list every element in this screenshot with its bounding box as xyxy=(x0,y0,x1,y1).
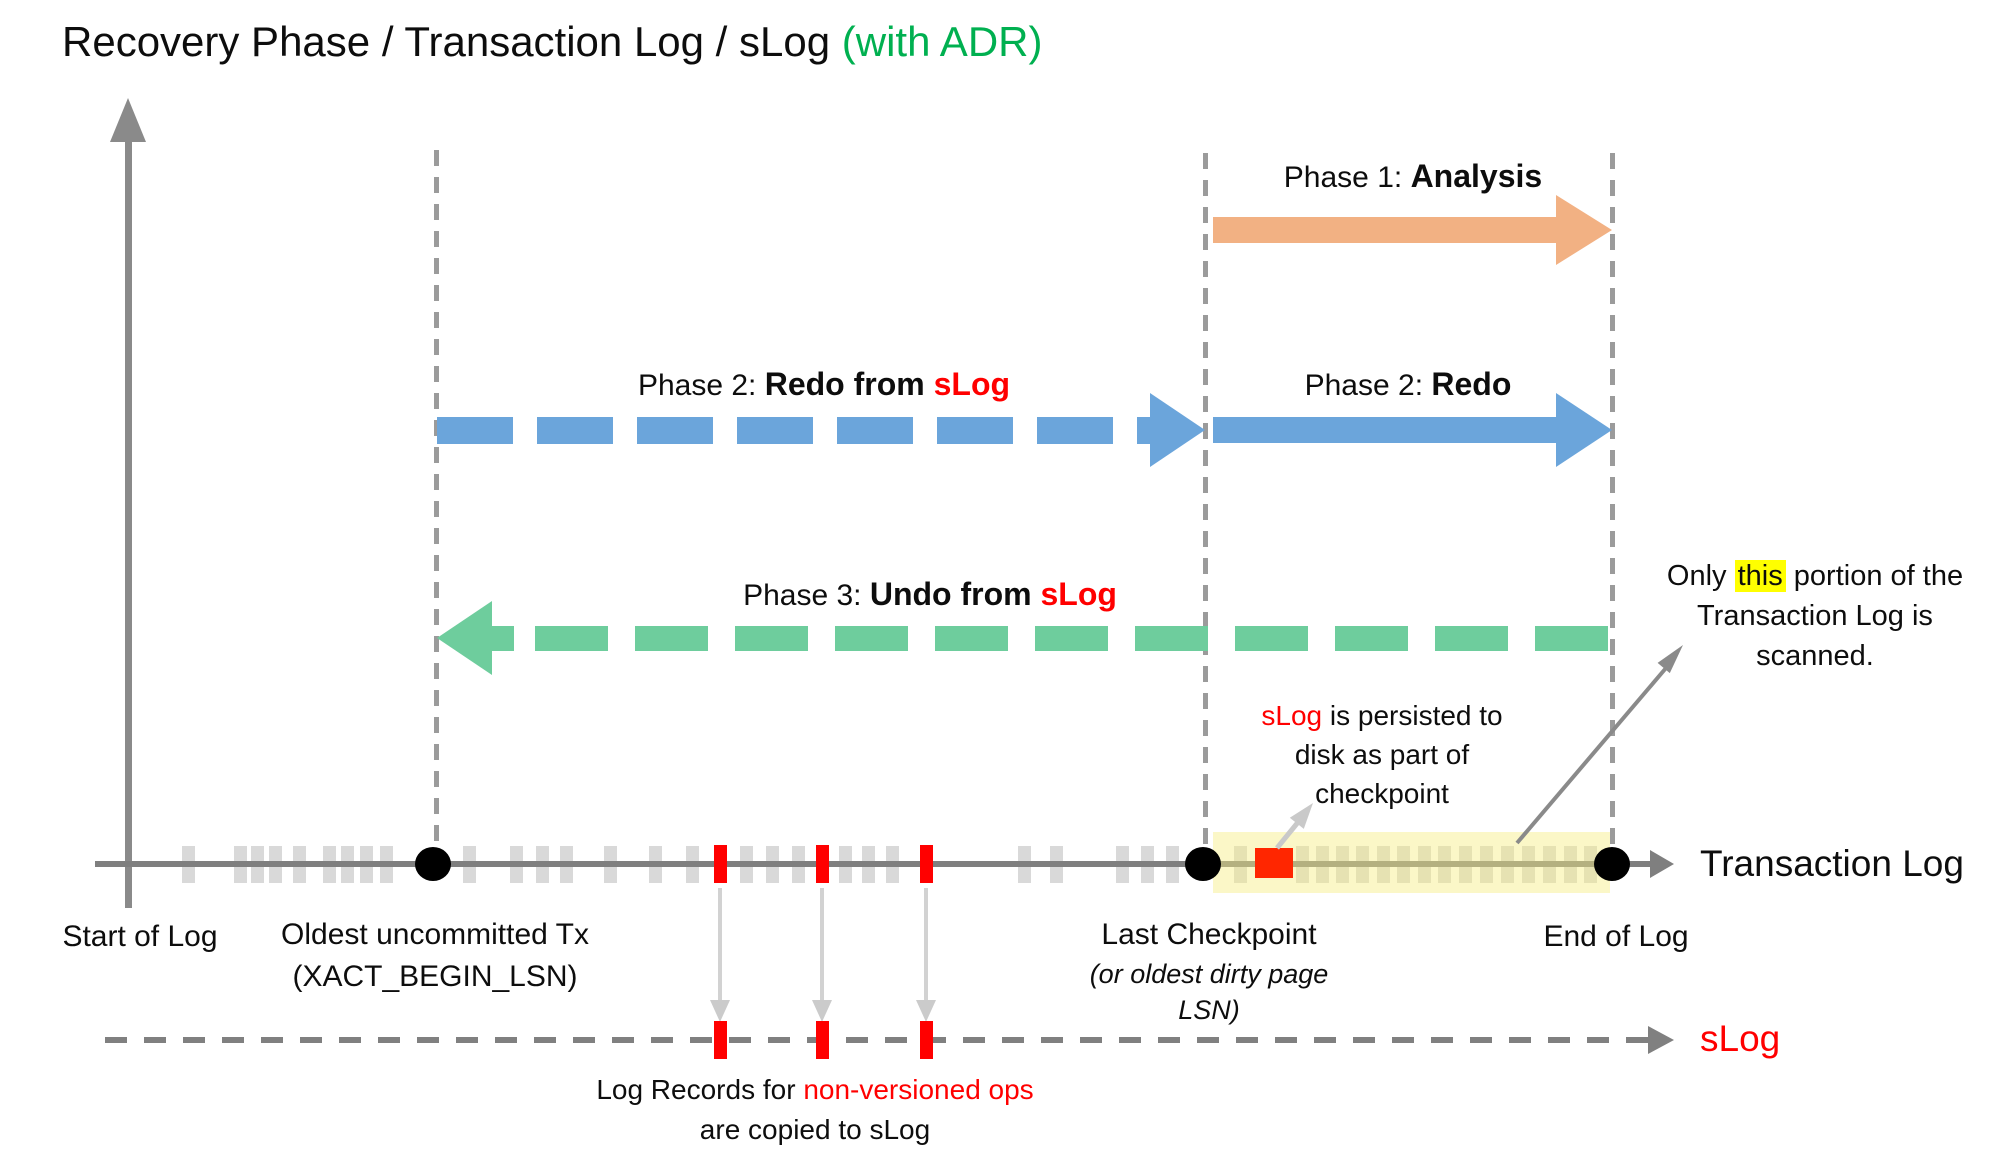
end-of-log-dot xyxy=(1594,847,1630,881)
oldest-tx-line1: Oldest uncommitted Tx xyxy=(281,918,589,951)
copy-line2: are copied to sLog xyxy=(699,1114,931,1145)
page-title: Recovery Phase / Transaction Log / sLog … xyxy=(62,18,1042,66)
scanned-pre: Only xyxy=(1666,560,1735,592)
oldest-uncommitted-tx-dot xyxy=(415,847,451,881)
copy-arrow-head-icon xyxy=(812,1000,832,1022)
persist-slog-word: sLog xyxy=(1261,700,1323,731)
last-checkpoint-line2: (or oldest dirty page xyxy=(1089,959,1329,989)
last-checkpoint-label: Last Checkpoint (or oldest dirty page LS… xyxy=(1059,914,1359,1028)
vertical-axis-line xyxy=(125,138,132,908)
persist-line1-rest: is persisted to xyxy=(1322,700,1503,731)
last-checkpoint-line1: Last Checkpoint xyxy=(1101,918,1317,951)
title-adr-suffix: (with ADR) xyxy=(841,18,1043,65)
tick-mark xyxy=(714,1021,727,1059)
phase1-label: Phase 1: Analysis xyxy=(1213,158,1613,195)
tick-mark xyxy=(920,1021,933,1059)
phase2-slog-name: Redo from xyxy=(764,366,934,402)
last-checkpoint-dot xyxy=(1185,847,1221,881)
phase2-redo-from-slog-arrow-body xyxy=(437,417,1150,444)
phase2-name: Redo xyxy=(1431,366,1512,402)
phase3-undo-arrow-stub xyxy=(490,626,514,651)
phase2-redo-arrowhead-icon xyxy=(1556,393,1612,467)
phase1-analysis-arrow-body xyxy=(1213,217,1558,243)
copy-line1: Log Records for non-versioned ops xyxy=(565,1070,1065,1110)
phase2-slog-prefix: Phase 2: xyxy=(637,369,765,402)
copy-arrow-head-icon xyxy=(710,1000,730,1022)
slog-persisted-annotation: sLog is persisted to disk as part of che… xyxy=(1232,696,1532,813)
scanned-post: portion of the xyxy=(1785,560,1964,592)
slog-checkpoint-marker xyxy=(1255,848,1293,878)
scanned-line2: Transaction Log is scanned. xyxy=(1697,600,1933,672)
slog-label: sLog xyxy=(1700,1018,1781,1059)
persist-line3: checkpoint xyxy=(1315,778,1449,809)
start-of-log-label: Start of Log xyxy=(62,920,218,953)
phase3-undo-arrowhead-icon xyxy=(437,601,492,675)
phase2-prefix: Phase 2: xyxy=(1304,369,1432,402)
guide-line-end-of-log xyxy=(1610,153,1615,853)
end-of-log-label: End of Log xyxy=(1543,920,1689,953)
phase2-redo-arrow-body xyxy=(1213,417,1558,443)
phase1-prefix: Phase 1: xyxy=(1283,161,1411,194)
oldest-tx-line2: (XACT_BEGIN_LSN) xyxy=(292,960,578,993)
copy-line1-red: non-versioned ops xyxy=(803,1074,1034,1105)
phase3-name: Undo from xyxy=(869,576,1041,612)
tick-mark xyxy=(920,845,933,883)
phase3-prefix: Phase 3: xyxy=(743,579,870,612)
copied-records-annotation: Log Records for non-versioned ops are co… xyxy=(565,1070,1065,1150)
transaction-log-label: Transaction Log xyxy=(1700,843,1964,884)
tick-mark xyxy=(816,1021,829,1059)
phase2-slog-label: Phase 2: Redo from sLog xyxy=(544,366,1104,403)
copy-line1-black: Log Records for xyxy=(596,1074,804,1105)
scanned-portion-annotation: Only this portion of the Transaction Log… xyxy=(1635,556,1995,676)
oldest-uncommitted-tx-label: Oldest uncommitted Tx (XACT_BEGIN_LSN) xyxy=(235,914,635,998)
guide-line-oldest-uncommitted-tx xyxy=(434,150,439,850)
slog-line xyxy=(105,1037,1650,1043)
persist-line1: sLog is persisted to xyxy=(1232,696,1532,735)
vertical-axis-arrowhead-icon xyxy=(110,98,146,142)
phase1-analysis-arrowhead-icon xyxy=(1556,195,1612,265)
phase2-slog-red: sLog xyxy=(933,366,1011,402)
phase3-undo-arrow-body xyxy=(535,626,1610,651)
transaction-log-line xyxy=(95,861,1652,867)
phase3-red: sLog xyxy=(1040,576,1117,612)
tick-mark xyxy=(714,845,727,883)
slog-arrowhead-icon xyxy=(1648,1026,1674,1054)
phase2-label: Phase 2: Redo xyxy=(1258,366,1558,403)
phase1-name: Analysis xyxy=(1410,158,1543,194)
scanned-highlighted-word: this xyxy=(1734,560,1786,592)
tick-mark xyxy=(816,845,829,883)
guide-line-last-checkpoint xyxy=(1203,153,1208,850)
persist-line2: disk as part of xyxy=(1294,739,1470,770)
transaction-log-arrowhead-icon xyxy=(1650,850,1674,878)
phase3-label: Phase 3: Undo from sLog xyxy=(670,576,1190,613)
copy-arrow-stem xyxy=(924,888,928,1000)
phase2-redo-from-slog-arrowhead-icon xyxy=(1150,393,1205,467)
copy-arrow-stem xyxy=(718,888,722,1000)
last-checkpoint-line3: LSN) xyxy=(1178,995,1240,1025)
copy-arrow-head-icon xyxy=(916,1000,936,1022)
title-main: Recovery Phase / Transaction Log / sLog xyxy=(62,18,842,65)
scanned-line1: Only this portion of the xyxy=(1635,556,1995,596)
copy-arrow-stem xyxy=(820,888,824,1000)
